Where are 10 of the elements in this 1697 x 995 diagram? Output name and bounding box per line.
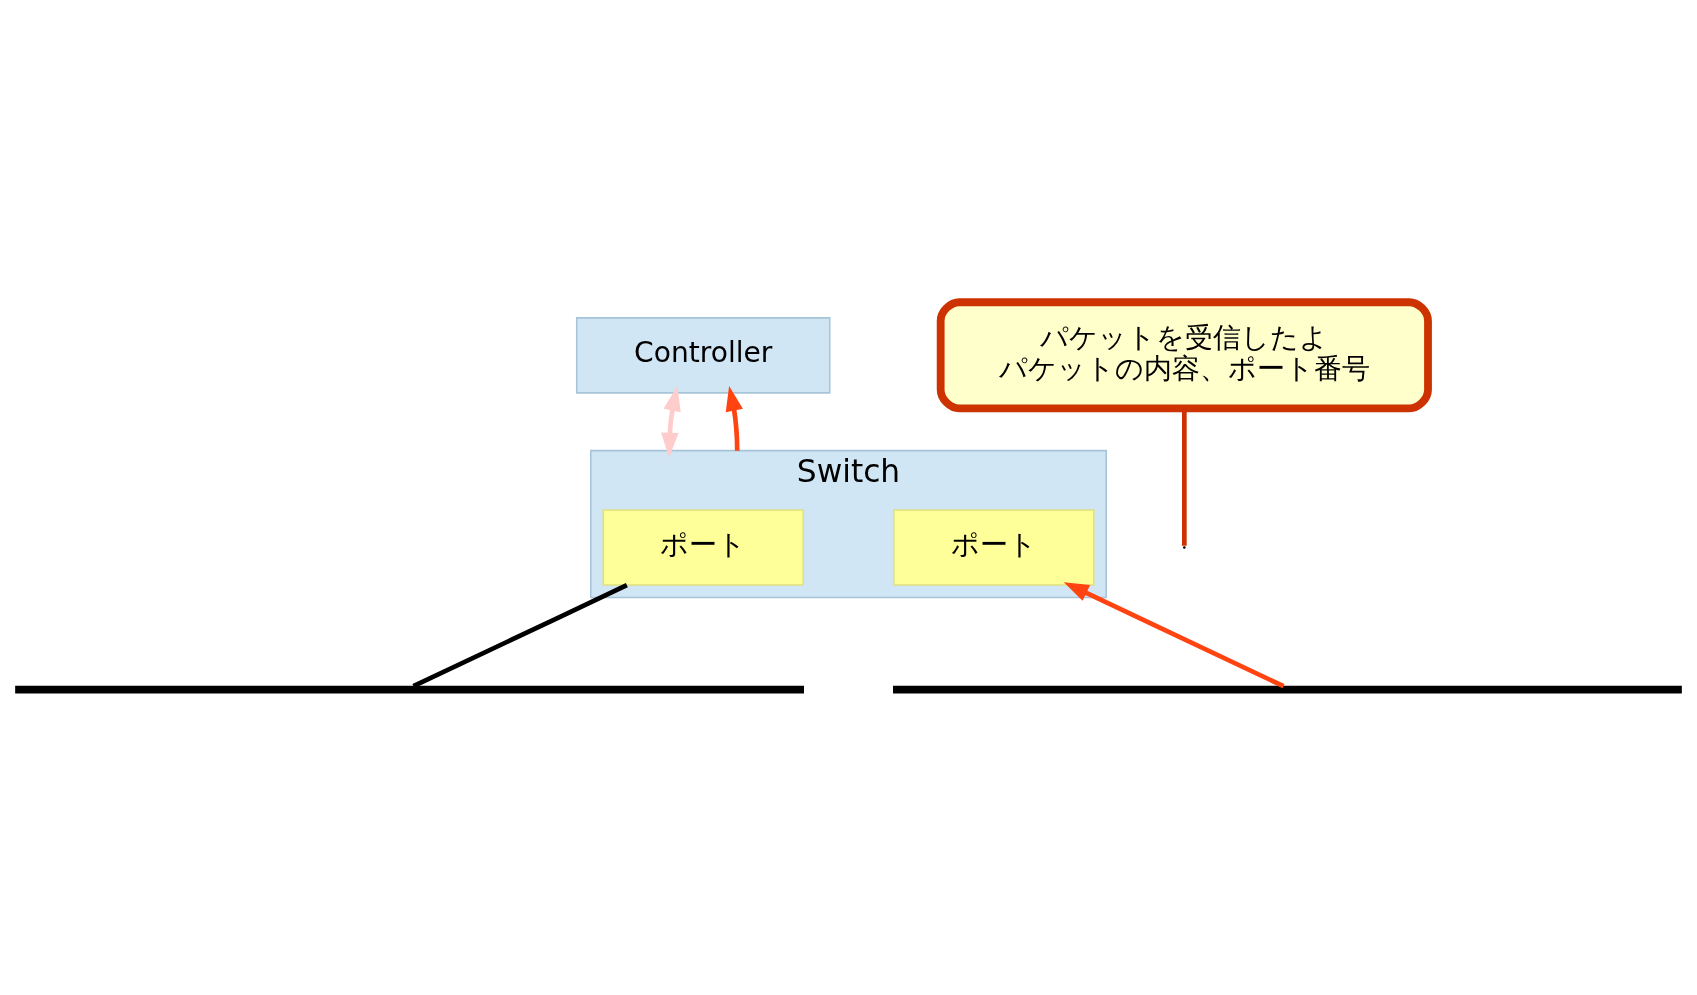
arrow	[661, 385, 681, 458]
node-bar	[15, 685, 804, 694]
arrow	[725, 385, 743, 451]
connector	[412, 583, 628, 689]
node-box: ポート	[893, 509, 1095, 586]
node-box: Controller	[575, 317, 831, 394]
node-bar	[893, 685, 1682, 694]
node-box: パケットを受信したよ パケットの内容、ポート番号	[936, 298, 1432, 413]
arrow	[1063, 582, 1285, 689]
node-box: ポート	[602, 509, 804, 586]
